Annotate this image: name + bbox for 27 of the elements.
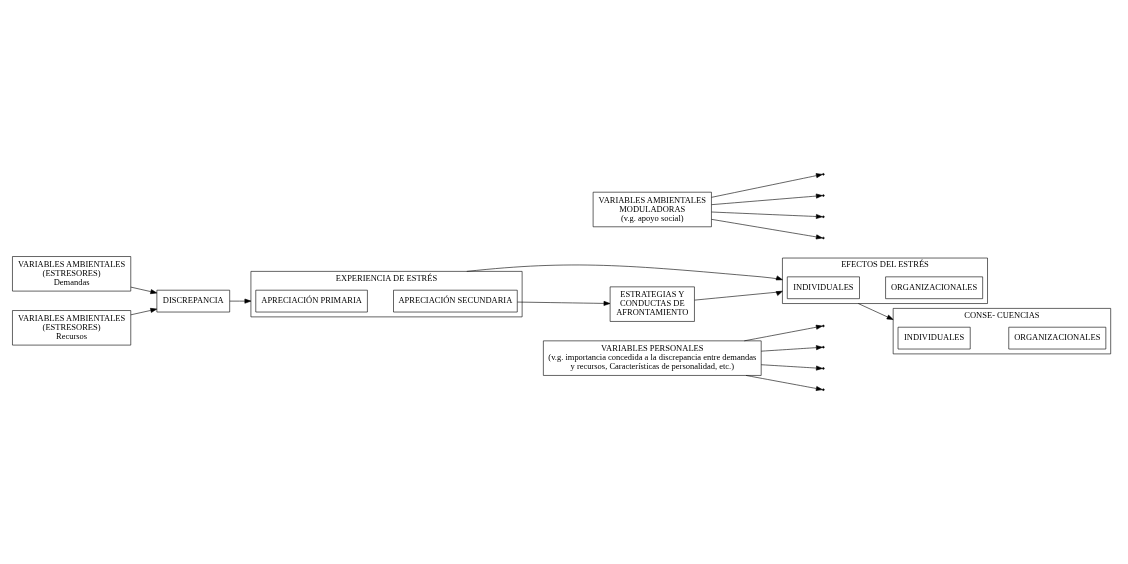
- arrow: [760, 364, 823, 371]
- arrow: [466, 264, 783, 281]
- node-box: APRECIACIÓN SECUNDARIA: [393, 289, 518, 313]
- node-box: INDIVIDUALES: [897, 326, 971, 350]
- arrow: [711, 219, 823, 240]
- node-box: DISCREPANCIA: [156, 289, 230, 313]
- node-box: VARIABLES AMBIENTALES (ESTRESORES) Recursos: [12, 310, 132, 346]
- arrow: [760, 345, 823, 352]
- node-box: VARIABLES PERSONALES (v.g. importancia concedida a la discrepancia entre demandas y recursos, Características de personalidad, etc.): [543, 340, 762, 376]
- node-box: VARIABLES AMBIENTALES MODULADORAS (v.g. apoyo social): [592, 191, 712, 228]
- arrow: [694, 290, 783, 301]
- arrow: [711, 193, 823, 205]
- arrow: [229, 298, 252, 304]
- arrow: [711, 173, 823, 198]
- node-box: VARIABLES AMBIENTALES (ESTRESORES) Demandas: [12, 256, 132, 292]
- node-box: ORGANIZACIONALES: [885, 276, 983, 299]
- arrow: [711, 211, 823, 219]
- arrow: [130, 308, 158, 316]
- node-box: APRECIACIÓN PRIMARIA: [255, 289, 368, 313]
- node-box: ESTRATEGIAS Y CONDUCTAS DE AFRONTAMIENTO: [609, 286, 695, 322]
- arrow: [745, 375, 823, 391]
- arrow: [858, 303, 894, 320]
- node-box: ORGANIZACIONALES: [1008, 326, 1107, 350]
- node-box: INDIVIDUALES: [787, 276, 860, 299]
- arrow: [517, 300, 611, 306]
- arrow: [744, 324, 823, 342]
- arrow: [130, 286, 158, 294]
